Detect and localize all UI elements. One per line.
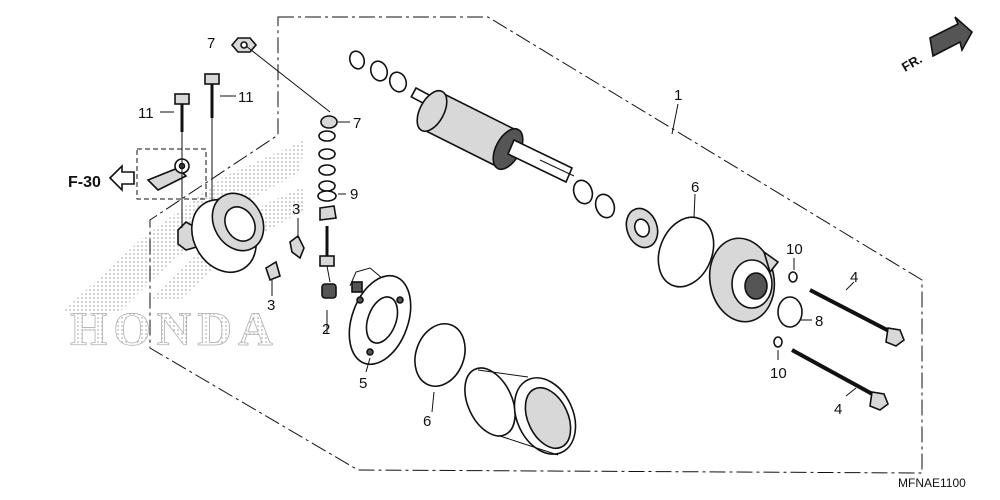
clip-3-upper (289, 234, 305, 260)
f30-reference[interactable]: F-30 (68, 164, 135, 192)
callout-11-long: 11 (238, 89, 254, 106)
terminal-bolt-assembly (319, 226, 383, 299)
callout-6-right: 6 (691, 179, 699, 196)
callout-7-lower: 7 (353, 115, 361, 132)
callout-4-upper: 4 (850, 269, 858, 286)
leader-lines (160, 45, 857, 413)
terminal-washer-stack (317, 115, 338, 221)
honda-wordmark: HONDA (70, 303, 279, 356)
callout-1: 1 (674, 87, 682, 104)
terminal-group-box (136, 148, 207, 200)
front-cover (708, 237, 780, 323)
callout-10-lower: 10 (770, 365, 787, 382)
o-ring-8 (777, 296, 803, 328)
seal-bracket (625, 207, 659, 249)
callout-8: 8 (815, 313, 823, 330)
callout-4-lower: 4 (834, 401, 842, 418)
washer-mid-1 (572, 179, 594, 205)
callout-10-upper: 10 (786, 241, 803, 258)
wire-terminal (146, 158, 190, 191)
washer-top-2 (369, 60, 389, 82)
nut-7-upper (230, 37, 258, 53)
callout-5: 5 (359, 375, 367, 392)
yoke-housing (464, 355, 577, 456)
armature (410, 86, 575, 184)
o-ring-6-left (414, 323, 466, 387)
long-bolt-4-upper (809, 288, 905, 347)
callout-2: 2 (322, 321, 330, 338)
washer-mid-2 (594, 193, 616, 219)
callout-11-short: 11 (138, 105, 154, 122)
callout-3-upper: 3 (292, 201, 300, 218)
bolt-11-short (174, 93, 190, 132)
rear-cover-housing (177, 192, 265, 273)
callout-3-lower: 3 (267, 297, 275, 314)
brush-holder-plate (348, 274, 412, 366)
washer-top-3 (388, 71, 408, 93)
washer-10-lower (773, 336, 783, 348)
clip-3-lower (265, 260, 281, 282)
diagram-code: MFNAE1100 (898, 476, 966, 490)
long-bolt-4-lower (791, 348, 889, 411)
f30-label: F-30 (68, 174, 101, 191)
washer-10-upper (788, 271, 798, 283)
callout-9: 9 (350, 186, 358, 203)
callout-7-upper: 7 (207, 35, 215, 52)
o-ring-6-right (657, 216, 715, 288)
washer-top-1 (348, 50, 366, 70)
callout-6-left: 6 (423, 413, 431, 430)
assembly-outline (149, 16, 923, 474)
fr-label: FR. (899, 51, 925, 74)
front-direction-arrow[interactable]: FR. (899, 16, 974, 75)
bolt-11-long (204, 73, 220, 118)
f30-arrow-icon (108, 164, 135, 192)
